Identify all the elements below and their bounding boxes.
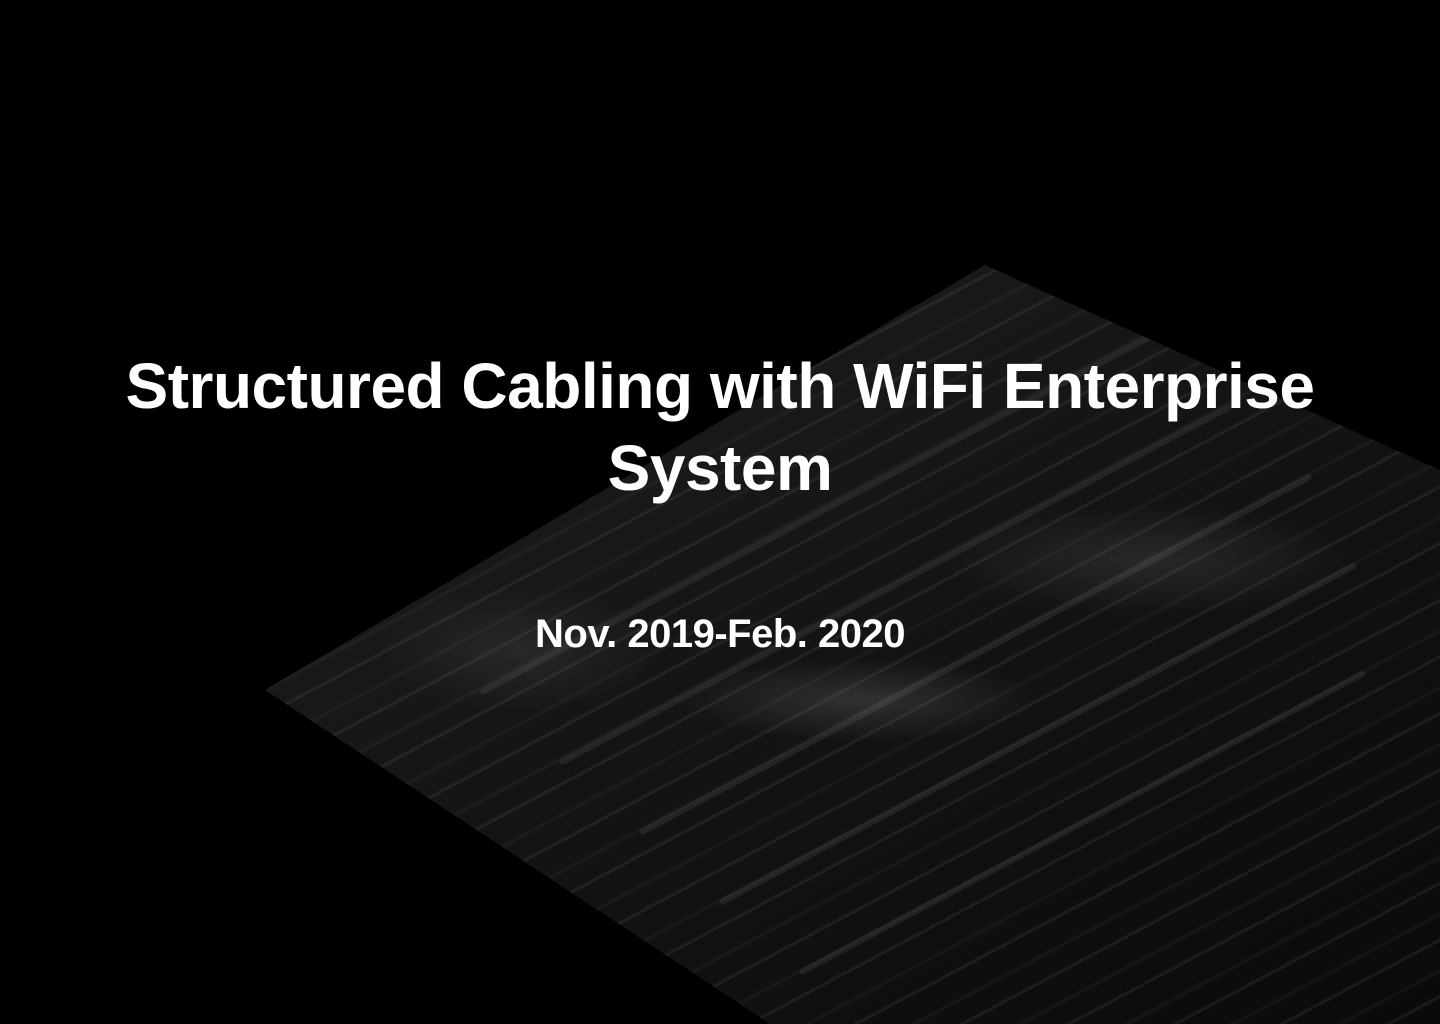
rack-cable-strip [798,669,1367,976]
slide-title: Structured Cabling with WiFi Enterprise … [125,350,1315,504]
slide-date-range: Nov. 2019-Feb. 2020 [535,612,905,656]
